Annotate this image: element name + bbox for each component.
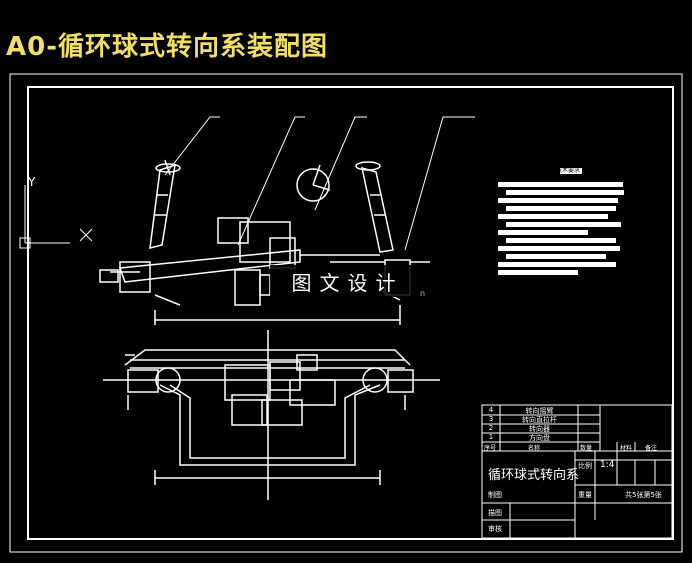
leader-lines (164, 116, 475, 251)
sheet-text: 共5张第5张 (625, 491, 662, 499)
header-col-material: 材料 (620, 445, 633, 452)
ucs-y-label: Y (27, 175, 36, 189)
parts-row: 4 (488, 406, 494, 414)
inner-frame (27, 86, 674, 540)
parts-row: 1 (488, 433, 494, 441)
ucs-icon (19, 185, 93, 249)
parts-row-name: 转向器 (529, 425, 550, 433)
scale-label: 比例 (578, 462, 592, 470)
drawing-name: 循环球式转向系 (488, 468, 580, 483)
front-view-assembly (103, 330, 440, 500)
header-col-qty: 数量 (580, 445, 593, 452)
parts-row: 3 (488, 415, 494, 423)
qty-label: 重量 (578, 491, 592, 499)
row-label-trace: 描图 (488, 509, 502, 517)
header-col-no: 序号 (484, 445, 497, 452)
tech-notes-heading: 技术要求 (556, 167, 581, 174)
watermark-url: n (420, 289, 426, 298)
parts-row-name: 转向摇臂 (525, 407, 554, 415)
title-block (481, 404, 673, 539)
watermark: 图文设计 (270, 265, 425, 297)
row-label-draw: 制图 (488, 491, 502, 499)
parts-row: 2 (488, 424, 494, 432)
header-col-name: 名称 (528, 445, 541, 452)
header-col-remark: 备注 (645, 445, 658, 452)
outer-border (9, 73, 683, 553)
row-label-review: 审核 (488, 525, 502, 533)
scale-value: 1:4 (600, 460, 615, 470)
parts-row-name: 转向直拉杆 (522, 416, 557, 424)
parts-row-name: 方向盘 (529, 434, 550, 442)
tech-notes-block (498, 168, 624, 275)
drawing-title: A0-循环球式转向系装配图 (6, 32, 329, 62)
